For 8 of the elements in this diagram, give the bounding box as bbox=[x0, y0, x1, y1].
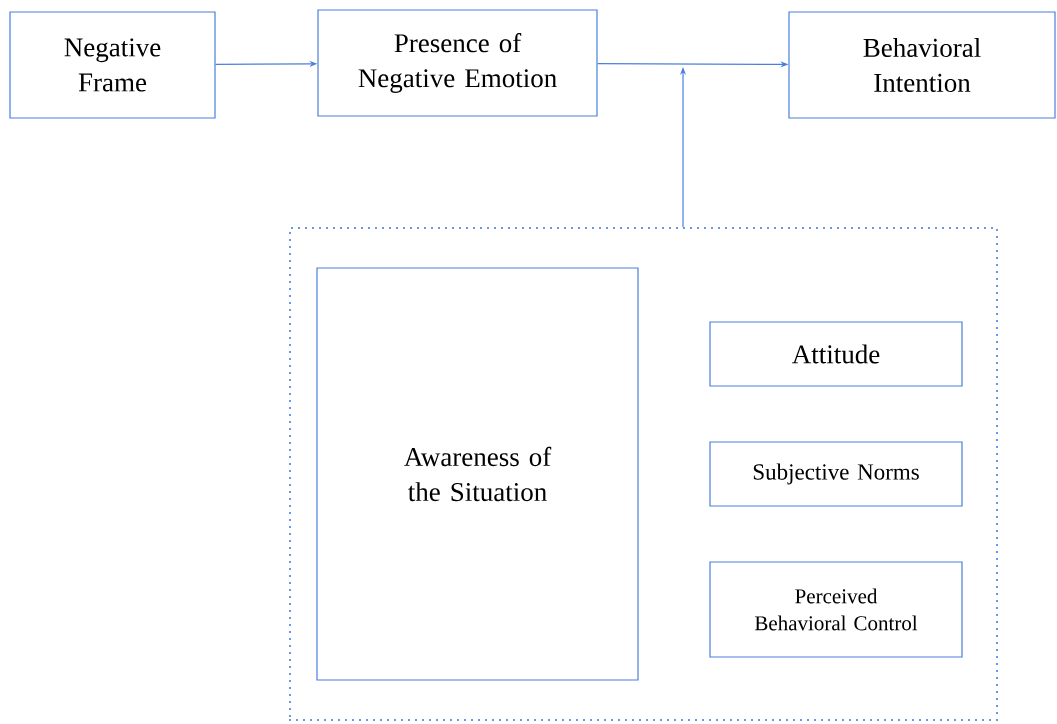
process-box: Perceived Behavioral Control bbox=[709, 561, 963, 658]
process-box: Subjective Norms bbox=[709, 441, 963, 507]
process-box: Behavioral Intention bbox=[788, 11, 1056, 119]
process-box: Awareness of the Situation bbox=[316, 267, 639, 681]
process-box: Negative Frame bbox=[9, 11, 216, 119]
process-box: Attitude bbox=[709, 321, 963, 387]
process-box: Presence of Negative Emotion bbox=[317, 9, 598, 117]
group-box bbox=[288, 226, 999, 722]
